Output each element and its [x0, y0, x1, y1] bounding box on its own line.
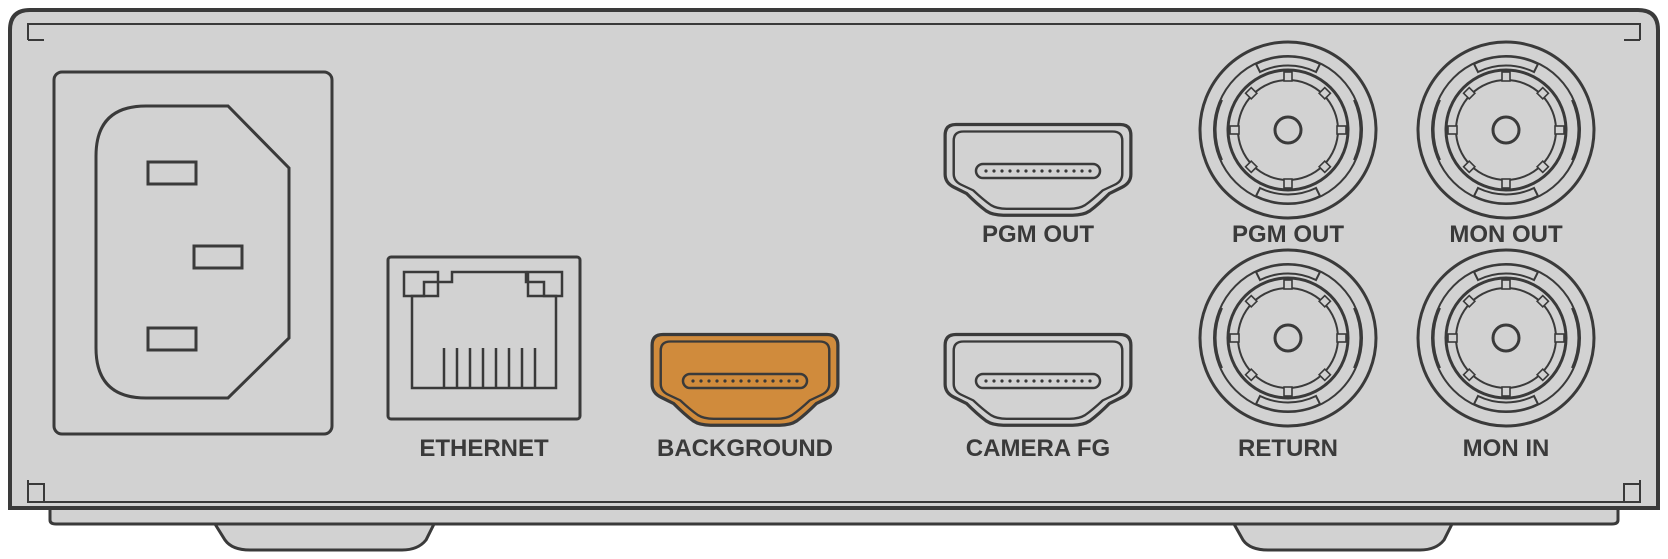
mon-in-label: MON IN — [1463, 435, 1550, 462]
return-label: RETURN — [1238, 435, 1338, 462]
mon-out-label: MON OUT — [1449, 221, 1563, 248]
bnc-connector-icon — [1198, 40, 1378, 220]
pgm-out-sdi-port[interactable]: PGM OUT — [1198, 40, 1378, 248]
ethernet-port[interactable]: ETHERNET — [386, 255, 582, 462]
pgm-out-sdi-label: PGM OUT — [1232, 221, 1344, 248]
bnc-connector-icon — [1416, 248, 1596, 428]
bnc-connector-icon — [1198, 248, 1378, 428]
mon-out-port[interactable]: MON OUT — [1416, 40, 1596, 248]
background-hdmi-port[interactable]: BACKGROUND — [650, 332, 840, 462]
power-inlet[interactable] — [52, 70, 334, 436]
camera-fg-hdmi-port[interactable]: CAMERA FG — [943, 332, 1133, 462]
background-label: BACKGROUND — [657, 435, 833, 462]
return-port[interactable]: RETURN — [1198, 248, 1378, 462]
rj45-port-icon — [386, 255, 582, 421]
hdmi-port-icon — [943, 122, 1133, 217]
pgm-out-hdmi-label: PGM OUT — [982, 221, 1094, 248]
mon-in-port[interactable]: MON IN — [1416, 248, 1596, 462]
ethernet-label: ETHERNET — [419, 435, 549, 462]
hdmi-port-icon — [943, 332, 1133, 427]
camera-fg-label: CAMERA FG — [966, 435, 1110, 462]
iec-power-inlet-icon — [94, 104, 291, 400]
hdmi-port-icon — [650, 332, 840, 427]
pgm-out-hdmi-port[interactable]: PGM OUT — [943, 122, 1133, 248]
bnc-connector-icon — [1416, 40, 1596, 220]
